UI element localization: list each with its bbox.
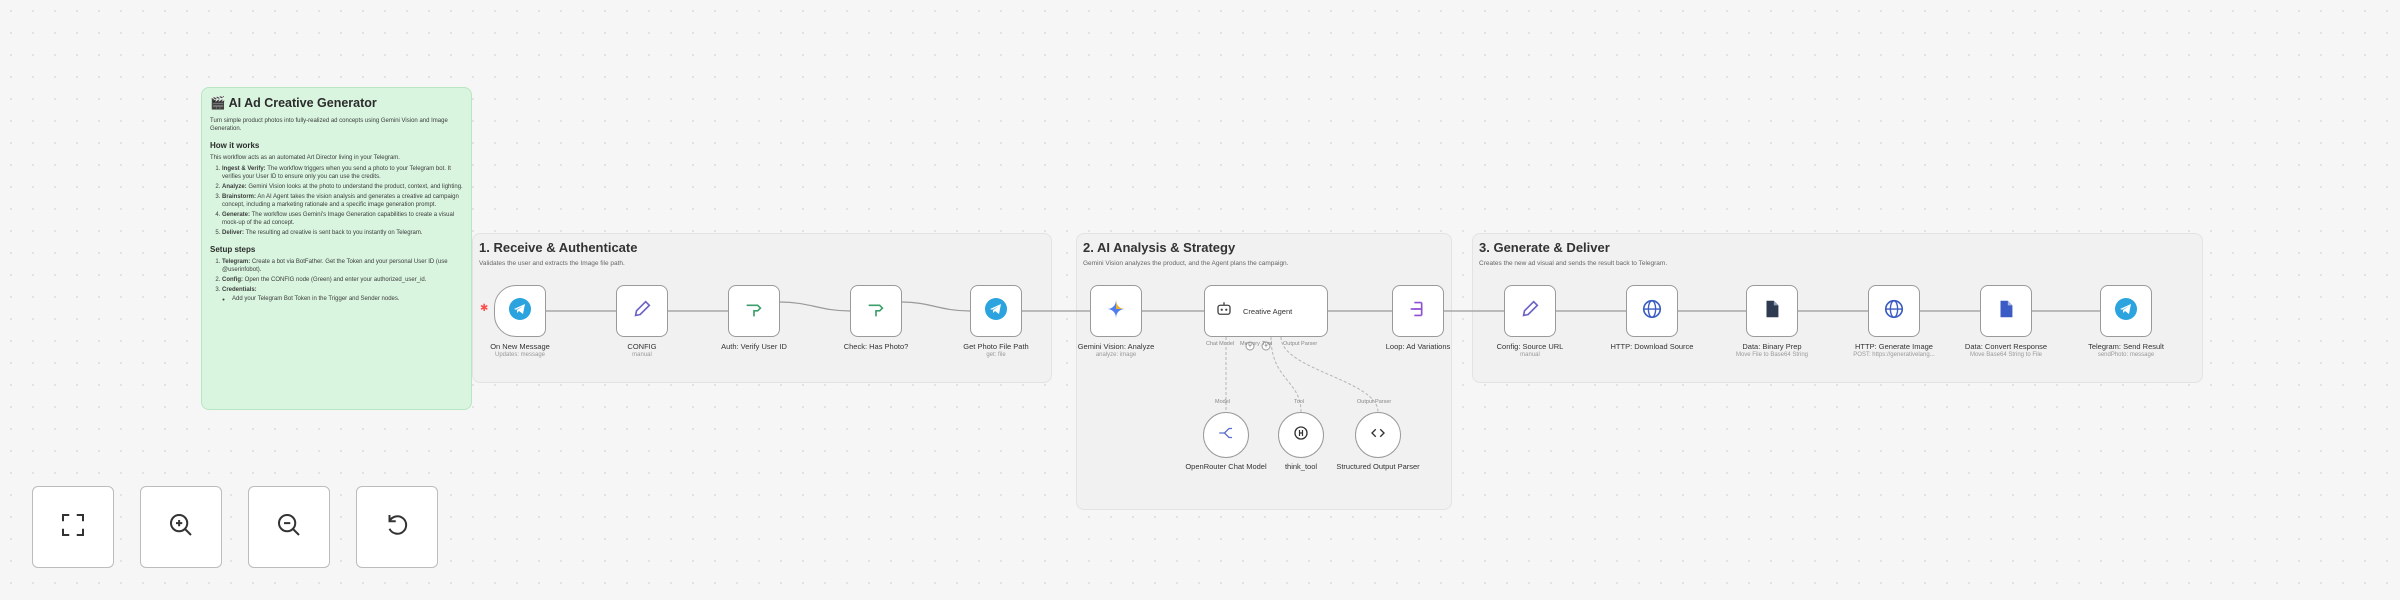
section-description: Creates the new ad visual and sends the … [1479,260,1668,267]
node-label: HTTP: Download Source [1610,342,1694,351]
port-label: Output Parser [1357,399,1392,405]
section-title: 1. Receive & Authenticate [479,240,638,255]
intro-setup-list: Telegram: Create a bot via BotFather. Ge… [210,258,463,303]
sub-connection-line [1280,336,1379,413]
svg-text:+: + [1264,344,1268,350]
node-get-photo-path[interactable] [970,285,1022,337]
connection-line [901,301,971,312]
node-label: Loop: Ad Variations [1385,342,1451,351]
setup-step: Telegram: Create a bot via BotFather. Ge… [222,258,463,274]
node-loop-ad-variations[interactable] [1392,285,1444,337]
node-creative-agent[interactable]: Creative Agent [1204,285,1328,337]
intro-title: 🎬 AI Ad Creative Generator [210,96,377,110]
if-branch-icon [865,298,887,325]
setup-step: Config: Open the CONFIG node (Green) and… [222,276,463,284]
node-data-binary-prep[interactable] [1746,285,1798,337]
node-telegram-send[interactable] [2100,285,2152,337]
node-http-download[interactable] [1626,285,1678,337]
zoom-in-icon [166,510,196,545]
intro-sticky-note[interactable]: 🎬 AI Ad Creative Generator Turn simple p… [201,87,472,410]
zoom-in-button[interactable] [140,486,222,568]
tool-icon [1292,424,1310,447]
if-branch-icon [743,298,765,325]
intro-setup-heading: Setup steps [210,245,256,254]
zoom-out-button[interactable] [248,486,330,568]
node-think-tool[interactable] [1278,412,1324,458]
node-http-generate-image[interactable] [1868,285,1920,337]
node-label: think_tool [1284,462,1318,471]
sub-connection-line [1270,336,1302,413]
intro-step: Generate: The workflow uses Gemini's Ima… [222,211,463,227]
section-description: Gemini Vision analyzes the product, and … [1083,260,1289,267]
gemini-icon [1105,298,1127,325]
section-generate-deliver[interactable]: 3. Generate & Deliver Creates the new ad… [1472,233,2203,383]
pencil-icon [1519,298,1541,325]
setup-step: Credentials: Add your Telegram Bot Token… [222,286,463,303]
reset-zoom-button[interactable] [356,486,438,568]
port-label: Output Parser [1283,341,1318,347]
node-check-has-photo[interactable] [850,285,902,337]
telegram-icon [508,297,532,326]
pencil-icon [631,298,653,325]
node-openrouter-chat-model[interactable] [1203,412,1249,458]
node-auth-verify-user[interactable] [728,285,780,337]
intro-subtitle: Turn simple product photos into fully-re… [210,118,448,132]
port-label: Tool [1294,399,1305,405]
node-structured-output-parser[interactable] [1355,412,1401,458]
node-label: OpenRouter Chat Model [1185,462,1267,471]
setup-substep: Add your Telegram Bot Token in the Trigg… [232,295,463,303]
port-label: Memory [1240,341,1260,347]
node-data-convert-response[interactable] [1980,285,2032,337]
node-on-new-message[interactable] [494,285,546,337]
file-icon [1995,298,2017,325]
file-icon [1761,298,1783,325]
section-title: 2. AI Analysis & Strategy [1083,240,1236,255]
section-description: Validates the user and extracts the Imag… [479,260,625,267]
node-label: Structured Output Parser [1336,462,1420,471]
zoom-out-icon [274,510,304,545]
fit-view-icon [58,510,88,545]
intro-step: Analyze: Gemini Vision looks at the phot… [222,183,463,191]
node-gemini-vision[interactable] [1090,285,1142,337]
intro-step: Ingest & Verify: The workflow triggers w… [222,165,463,181]
node-config[interactable] [616,285,668,337]
globe-icon [1883,298,1905,325]
code-icon [1369,424,1387,447]
globe-icon [1641,298,1663,325]
loop-icon [1407,298,1429,325]
trigger-bolt-icon: ✱ [480,303,489,314]
telegram-icon [2114,297,2138,326]
intro-how-text: This workflow acts as an automated Art D… [210,155,400,161]
svg-text:+: + [1248,344,1252,350]
section-ai-analysis[interactable]: 2. AI Analysis & Strategy Gemini Vision … [1076,233,1452,510]
node-config-source-url[interactable] [1504,285,1556,337]
port-label: Model [1215,399,1230,405]
intro-step: Brainstorm: An AI Agent takes the vision… [222,193,463,209]
node-label: Auth: Verify User ID [721,342,787,351]
port-label: Chat Model [1206,341,1235,347]
intro-how-heading: How it works [210,141,260,150]
reset-icon [382,510,412,545]
node-title: Creative Agent [1243,306,1293,316]
intro-steps-list: Ingest & Verify: The workflow triggers w… [210,165,463,237]
section-title: 3. Generate & Deliver [1479,240,1610,255]
node-label: Check: Has Photo? [843,342,909,351]
intro-step: Deliver: The resulting ad creative is se… [222,229,463,237]
openrouter-icon [1217,424,1235,447]
robot-icon [1215,300,1233,323]
fit-view-button[interactable] [32,486,114,568]
connection-line [779,301,851,312]
telegram-icon [984,297,1008,326]
port-label: Tool [1262,341,1273,347]
